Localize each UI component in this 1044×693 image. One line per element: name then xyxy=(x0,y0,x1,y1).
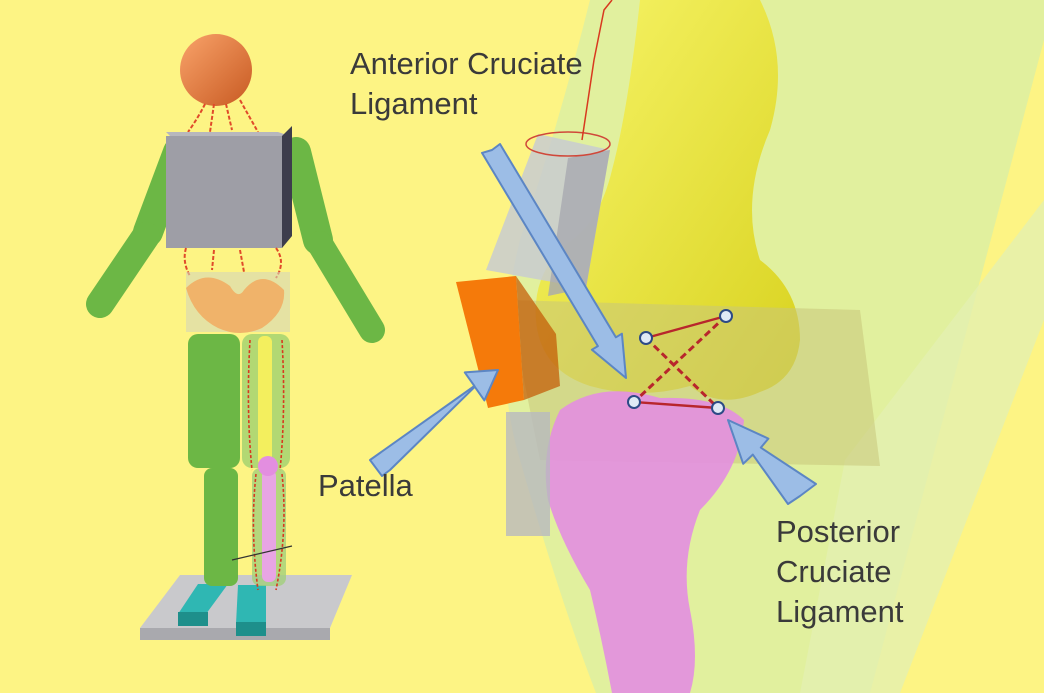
shank-shell xyxy=(800,200,1044,693)
right-femur-bone xyxy=(258,336,272,466)
right-foot xyxy=(236,585,266,624)
torso-box xyxy=(166,132,290,136)
patella-box xyxy=(456,276,524,408)
patella-side xyxy=(516,276,560,400)
posterior-cruciate-ligament-label: Posterior Cruciate Ligament xyxy=(776,512,904,632)
neck-springs xyxy=(187,99,259,133)
label-line: Ligament xyxy=(350,86,478,121)
torso-side xyxy=(282,126,292,248)
coordinate-marker xyxy=(231,545,293,561)
shank-segment-box xyxy=(506,412,550,536)
anterior-cruciate-ligament-label: Anterior Cruciate Ligament xyxy=(350,44,583,124)
label-line: Posterior xyxy=(776,514,901,549)
label-line: Anterior Cruciate xyxy=(350,46,583,81)
right-arm xyxy=(281,137,385,343)
base-plate-side xyxy=(140,628,330,640)
knee-closeup xyxy=(369,0,1044,693)
tibia-bone xyxy=(545,391,744,693)
right-foot-front xyxy=(236,622,266,636)
label-line: Ligament xyxy=(776,594,904,629)
patella-label: Patella xyxy=(318,466,413,506)
patella-arrow-icon xyxy=(369,369,499,477)
body-model xyxy=(86,34,385,640)
attachment-marker xyxy=(639,331,653,345)
pelvis-bone xyxy=(186,277,285,333)
leg-muscle-springs xyxy=(247,339,285,591)
muscle-ring xyxy=(525,131,611,157)
acl-arrow-icon xyxy=(481,143,627,379)
torso-front xyxy=(166,136,282,248)
muscle-line xyxy=(581,0,613,141)
head-sphere xyxy=(180,34,252,106)
cruciate-ligaments xyxy=(627,309,733,415)
attachment-marker xyxy=(627,395,641,409)
right-knee-joint xyxy=(258,456,278,476)
attachment-marker xyxy=(719,309,733,323)
ligament-anterior-dashed xyxy=(644,336,720,410)
waist-springs xyxy=(183,247,282,279)
left-shin xyxy=(204,468,238,586)
left-foot-front xyxy=(178,612,208,626)
left-thigh xyxy=(188,334,240,468)
ligament-posterior-dashed xyxy=(632,314,728,404)
ligament-posterior-solid xyxy=(633,400,719,410)
label-line: Patella xyxy=(318,468,413,503)
right-tibia-bone xyxy=(262,470,276,582)
ligament-anterior-solid xyxy=(645,314,727,340)
label-line: Cruciate xyxy=(776,554,892,589)
femur-bone xyxy=(535,0,800,400)
pcl-arrow-icon xyxy=(727,419,817,505)
attachment-marker xyxy=(711,401,725,415)
left-foot xyxy=(178,584,228,614)
